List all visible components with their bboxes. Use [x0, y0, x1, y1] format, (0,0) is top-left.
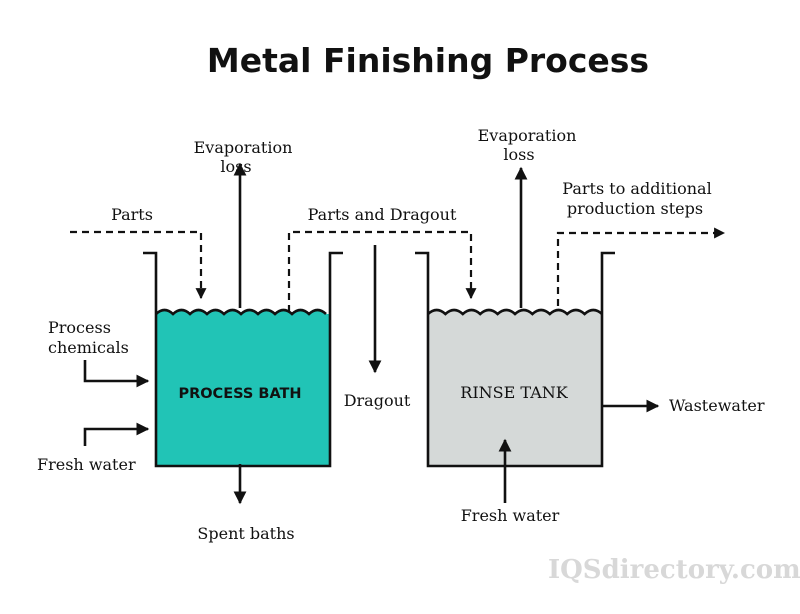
- page-title: Metal Finishing Process: [207, 41, 649, 80]
- wastewater-label: Wastewater: [669, 396, 765, 415]
- parts-additional-label-line2: production steps: [567, 199, 703, 218]
- process-bath-surface: [155, 308, 327, 316]
- parts-label: Parts: [111, 205, 153, 224]
- fresh-water-bottom-label: Fresh water: [461, 506, 560, 525]
- process-chemicals-arrow: [83, 360, 150, 388]
- process-bath-walls: [143, 251, 343, 468]
- spent-baths-label: Spent baths: [197, 524, 294, 543]
- evaporation-label-2-line1: Evaporation: [478, 126, 577, 145]
- watermark: IQSdirectory.com: [548, 555, 800, 585]
- rinse-tank-label: RINSE TANK: [460, 383, 568, 402]
- fresh-water-left-label: Fresh water: [37, 455, 136, 474]
- process-bath-tank: PROCESS BATH: [143, 251, 343, 468]
- evaporation-label-1-line2: loss: [220, 157, 251, 176]
- process-chemicals-label-line2: chemicals: [48, 338, 129, 357]
- evaporation-label-1-line1: Evaporation: [194, 138, 293, 157]
- rinse-tank-liquid: [428, 310, 603, 466]
- process-bath-label: PROCESS BATH: [178, 386, 301, 402]
- evaporation-label-2-line2: loss: [503, 145, 534, 164]
- rinse-tank: RINSE TANK: [415, 251, 615, 468]
- parts-dragout-label: Parts and Dragout: [308, 205, 457, 224]
- rinse-tank-walls: [415, 251, 615, 468]
- rinse-tank-surface: [427, 308, 603, 316]
- parts-inflow-arrow: [70, 230, 207, 300]
- parts-additional-label-line1: Parts to additional: [562, 179, 711, 198]
- process-bath-liquid: [156, 310, 330, 466]
- dragout-label: Dragout: [344, 391, 411, 410]
- parts-dragout-transfer-arrow: [287, 230, 477, 312]
- parts-additional-steps-arrow: [556, 227, 726, 306]
- process-chemicals-label-line1: Process: [48, 318, 111, 337]
- fresh-water-left-arrow: [83, 422, 150, 446]
